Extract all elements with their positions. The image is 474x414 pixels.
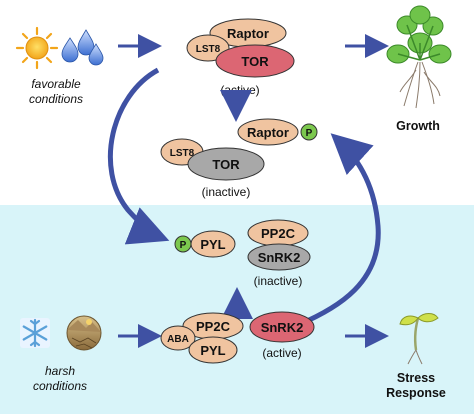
snrk2-label: SnRK2 — [261, 320, 304, 335]
aba-node — [160, 325, 196, 351]
raptor-label: Raptor — [227, 26, 269, 41]
arrow-tor-phosphorylates-pyl — [107, 67, 170, 245]
lst8-label: LST8 — [170, 148, 195, 159]
tor-node — [215, 44, 295, 78]
seedling-icon — [399, 313, 439, 365]
pyl-label: PYL — [200, 343, 225, 358]
tor-active-complex: Raptor LST8 TOR (active) — [186, 18, 295, 97]
snrk2-active-state: (active) — [262, 346, 301, 360]
dry-soil-icon — [66, 315, 102, 351]
snrk2-inactive-state: (inactive) — [254, 274, 303, 288]
pyl-node — [190, 230, 236, 258]
phospho-label: P — [180, 240, 187, 251]
aba-label: ABA — [167, 334, 189, 345]
pyl-node — [188, 336, 238, 364]
tor-label: TOR — [212, 157, 240, 172]
raptor-node — [237, 118, 299, 146]
tor-inactive-state: (inactive) — [202, 185, 251, 199]
arrow-snrk2-phosphorylates-raptor — [297, 133, 381, 328]
snrk2-active-complex: SnRK2 (active) — [249, 311, 315, 360]
phospho-label: P — [306, 128, 313, 139]
harsh-label-line2: conditions — [33, 379, 87, 393]
plant-rosette-icon — [386, 5, 452, 109]
lst8-node — [186, 34, 230, 62]
tor-active-state: (active) — [220, 83, 259, 97]
snrk2-label: SnRK2 — [258, 250, 301, 265]
growth-label: Growth — [396, 119, 440, 133]
snrk2-node — [247, 243, 311, 271]
pp2c-label: PP2C — [261, 226, 296, 241]
tor-inactive-complex: Raptor P LST8 TOR (inactive) — [160, 118, 318, 199]
stress-label-line1: Stress — [397, 371, 435, 385]
stress-label-line2: Response — [386, 386, 446, 400]
harsh-label-line1: harsh — [45, 364, 75, 378]
snrk2-node — [249, 311, 315, 343]
lst8-label: LST8 — [196, 44, 221, 55]
pyl-label: PYL — [200, 237, 225, 252]
favorable-label-line1: favorable — [31, 77, 81, 91]
pp2c-snrk2-inactive-complex: PP2C SnRK2 (inactive) — [247, 219, 311, 288]
favorable-label-line2: conditions — [29, 92, 83, 106]
tor-node — [187, 147, 265, 181]
raptor-label: Raptor — [247, 125, 289, 140]
aba-pp2c-pyl-complex: PP2C ABA PYL — [160, 312, 244, 364]
phospho-pyl-complex: P PYL — [174, 230, 236, 258]
phospho-node — [300, 123, 318, 141]
snowflake-icon — [20, 318, 50, 348]
water-drops-icon — [61, 29, 104, 66]
sun-icon — [15, 26, 59, 70]
pp2c-label: PP2C — [196, 319, 231, 334]
tor-label: TOR — [241, 54, 269, 69]
